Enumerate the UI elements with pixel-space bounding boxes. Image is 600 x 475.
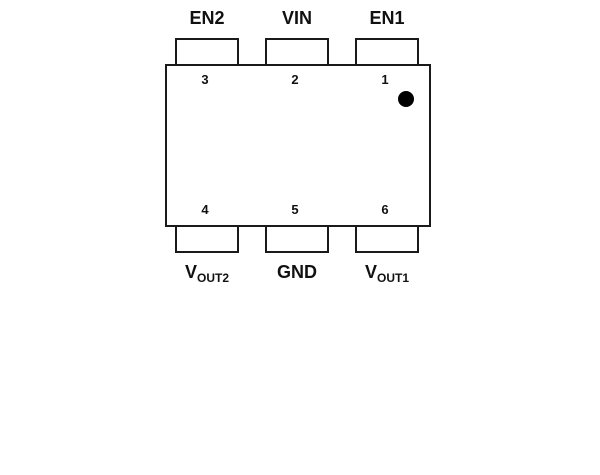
pin-label-vout1-main: V: [364, 262, 377, 282]
pin-label-en2: EN2: [189, 8, 225, 28]
pin-tab-6: [355, 225, 419, 253]
pin-label-vout2: VOUT2: [147, 262, 267, 285]
ic-package-body: [165, 64, 431, 227]
pin1-indicator-dot: [398, 91, 414, 107]
pin-label-en1: EN1: [369, 8, 405, 28]
pin-tab-5: [265, 225, 329, 253]
pin-number-6: 6: [381, 202, 389, 217]
pin-label-vout1-sub: OUT1: [377, 271, 410, 285]
pin-tab-2: [265, 38, 329, 66]
pin-tab-1: [355, 38, 419, 66]
pin-label-gnd: GND: [237, 262, 357, 285]
pin-label-vin: VIN: [281, 8, 312, 28]
pin-label-vout2-main: V: [184, 262, 197, 282]
pin-number-2: 2: [291, 72, 299, 87]
pin-number-1: 1: [381, 72, 389, 87]
pin-number-3: 3: [201, 72, 209, 87]
pin-label-gnd-main: GND: [277, 262, 317, 282]
pin-tab-3: [175, 38, 239, 66]
pin-tab-4: [175, 225, 239, 253]
pin-number-4: 4: [201, 202, 209, 217]
pin-label-vout1: VOUT1: [327, 262, 447, 285]
pin-number-5: 5: [291, 202, 299, 217]
pin-label-vout2-sub: OUT2: [197, 271, 230, 285]
